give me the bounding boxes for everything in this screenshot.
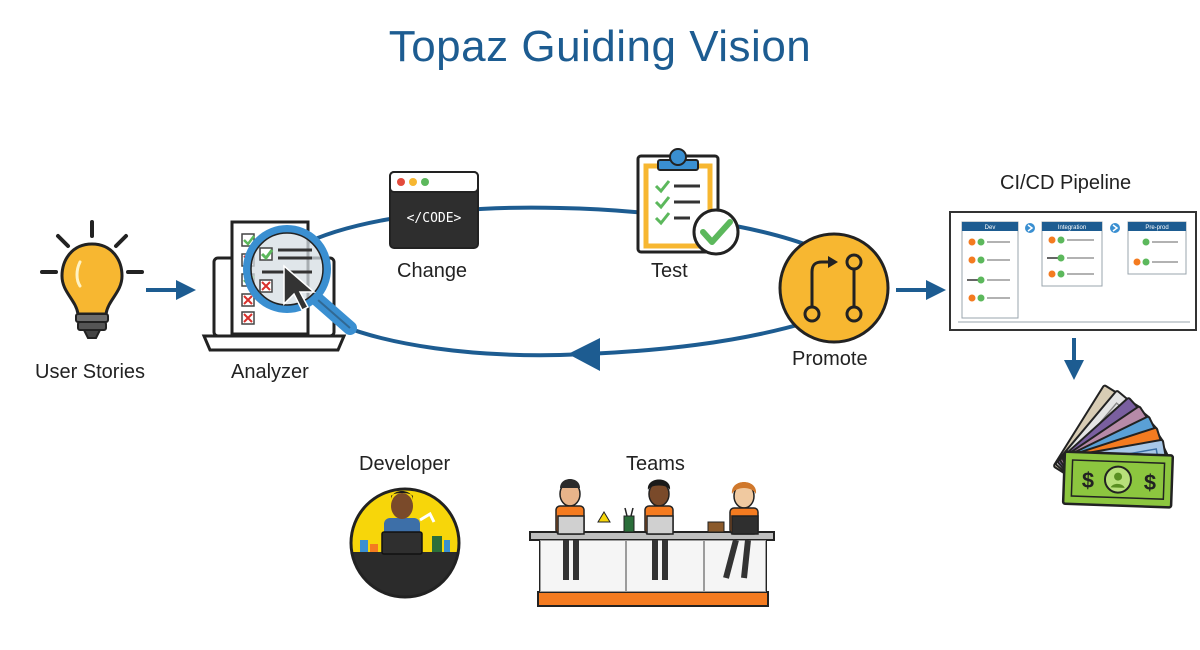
money-icon: 100 $ $	[1053, 384, 1175, 509]
analyzer-icon	[201, 220, 357, 352]
window-close-dot	[397, 178, 405, 186]
svg-text:Integration: Integration	[1058, 225, 1086, 231]
loop-bottom-arc	[339, 320, 809, 358]
label-change: Change	[397, 260, 468, 282]
flow-loop	[299, 205, 816, 371]
label-analyzer: Analyzer	[231, 361, 309, 383]
label-promote: Promote	[792, 348, 868, 370]
team-member-1	[555, 479, 611, 580]
teams-illustration	[529, 479, 775, 607]
code-window-text: </CODE>	[407, 211, 462, 226]
label-cicd-pipeline: CI/CD Pipeline	[1000, 172, 1132, 194]
pipeline-stage-dev: Dev	[961, 221, 1019, 319]
cursor-icon	[283, 264, 317, 312]
svg-text:Dev: Dev	[985, 225, 996, 231]
label-user-stories: User Stories	[35, 361, 146, 383]
cicd-pipeline-board: Dev Integration	[949, 211, 1197, 331]
team-member-2	[623, 479, 674, 580]
team-member-3	[707, 482, 759, 579]
diagram-title: Topaz Guiding Vision	[388, 22, 812, 71]
code-window-icon: </CODE>	[389, 171, 479, 249]
developer-illustration	[349, 487, 461, 599]
window-min-dot	[409, 178, 417, 186]
window-max-dot	[421, 178, 429, 186]
label-teams: Teams	[626, 453, 685, 475]
loop-arrow-head	[568, 338, 600, 371]
label-developer: Developer	[359, 453, 451, 475]
arrow-stories-to-analyzer	[146, 280, 196, 300]
pipeline-stage-preprod: Pre-prod	[1127, 221, 1187, 275]
clipboard-icon	[636, 148, 740, 256]
loop-top-arc	[299, 205, 816, 250]
pipeline-chevron-2	[1110, 223, 1120, 233]
money-currency-symbol-2: $	[1143, 470, 1156, 495]
arrow-promote-to-pipeline	[896, 280, 946, 300]
pipeline-stage-integration: Integration	[1041, 221, 1103, 287]
arrow-pipeline-to-money	[1064, 338, 1084, 380]
svg-text:Pre-prod: Pre-prod	[1145, 225, 1168, 231]
lightbulb-icon	[40, 220, 144, 339]
money-currency-symbol: $	[1082, 467, 1095, 492]
promote-git-icon	[778, 232, 890, 344]
pipeline-chevron-1	[1025, 223, 1035, 233]
label-test: Test	[651, 260, 688, 282]
